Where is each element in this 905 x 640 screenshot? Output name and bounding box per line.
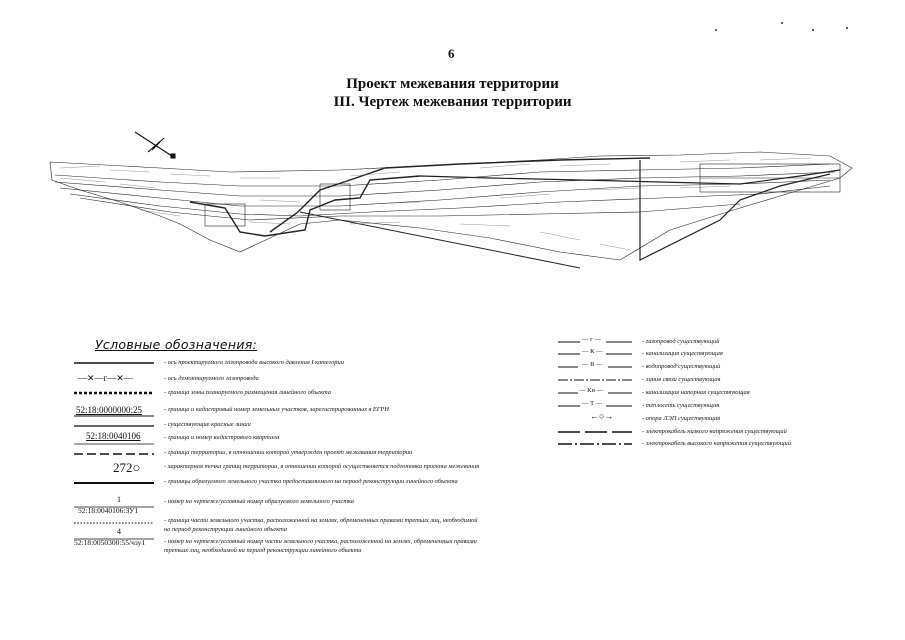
legend-new-plot-code: 52:18:0040106:ЗУ1 xyxy=(78,506,139,515)
legend-text-quarter: - граница и номер кадастрового квартала xyxy=(164,434,280,441)
legend-text-encumbered-part-2: на период реконструкции линейного объект… xyxy=(164,526,287,533)
legend-text-water-existing: - водопровод существующий xyxy=(642,363,721,370)
page-number: 6 xyxy=(448,46,455,61)
legend-text-high-voltage: - электрокабель высокого напряжения суще… xyxy=(642,440,791,447)
legend-symbol-sewer-existing: — К — xyxy=(582,348,603,355)
legend-new-plot-number: 1 xyxy=(117,495,121,504)
north-arrow-icon xyxy=(134,131,176,159)
legend-symbol-pressure-sewer: — Кн — xyxy=(579,387,604,394)
legend-text-part-number: - номер на чертеже/условный номер части … xyxy=(164,538,477,545)
document-subtitle: III. Чертеж межевания территории xyxy=(333,94,572,110)
legend-symbol-gas-existing: — г — xyxy=(582,336,601,343)
legend-symbol-heating: — Т — xyxy=(582,400,603,407)
legend-text-zone-boundary: - граница зоны планируемого размещения л… xyxy=(164,389,331,396)
legend-text-cadastral-plots: - граница и кадастровый номер земельных … xyxy=(164,406,389,413)
legend-symbol-cadastral-number: 52:18:0000000:25 xyxy=(76,405,143,415)
legend-heading: Условные обозначения: xyxy=(95,337,258,352)
legend-text-red-lines: - существующие красные линии xyxy=(164,421,251,428)
legend-symbols-left xyxy=(74,362,154,455)
legend-symbol-power-pole-icon: ←○→ xyxy=(590,411,614,421)
legend-symbols-left-lower xyxy=(74,482,154,540)
legend-text-comm-line: - линия связи существующая xyxy=(642,376,721,383)
legend-text-gas-axis: - ось проектируемого газопровода высоког… xyxy=(164,359,344,366)
legend-symbols-right xyxy=(558,341,632,445)
legend-text-territory: - граница территории, в отношении которо… xyxy=(164,449,413,456)
legend-text-encumbered-part: - граница части земельного участка, расп… xyxy=(164,517,478,524)
legend-text-dismantled-gas: - ось демонтируемого газопровода xyxy=(164,375,259,382)
legend-text-plot-number: - номер на чертеже/условный номер образу… xyxy=(164,498,354,505)
survey-strip xyxy=(49,151,853,269)
land-survey-plan xyxy=(49,131,853,269)
legend-text-part-number-2: третьих лиц, необходимой на период рекон… xyxy=(164,547,362,554)
legend-text-sewer-existing: - канализация существующая xyxy=(642,350,723,357)
legend-text-pressure-sewer: - канализация напорная существующая xyxy=(642,389,750,396)
legend-symbol-cadastral-quarter: 52:18:0040106 xyxy=(86,431,141,441)
document-title: Проект межевания территории xyxy=(346,76,559,92)
legend-text-new-plot-boundary: - границы образуемого земельного участка… xyxy=(164,478,458,485)
legend-text-power-pole: - опора ЛЭП существующая xyxy=(642,415,721,422)
legend-symbol-water-existing: — В — xyxy=(582,361,603,368)
legend-text-gas-existing: - газопровод существующий xyxy=(642,338,720,345)
legend-part-code: 52:18:0050300:55/чзу1 xyxy=(74,538,146,547)
legend-symbol-dismantled-gas: —✕—г—✕— xyxy=(78,373,133,383)
legend-symbol-characteristic-point: 272○ xyxy=(113,460,141,475)
legend-part-number: 4 xyxy=(117,527,121,536)
legend-text-characteristic-point: - характерная точка границ территории, в… xyxy=(164,463,480,470)
legend-text-heating: - теплосеть существующая xyxy=(642,402,720,409)
legend-text-low-voltage: - электрокабель низкого напряжения сущес… xyxy=(642,428,787,435)
